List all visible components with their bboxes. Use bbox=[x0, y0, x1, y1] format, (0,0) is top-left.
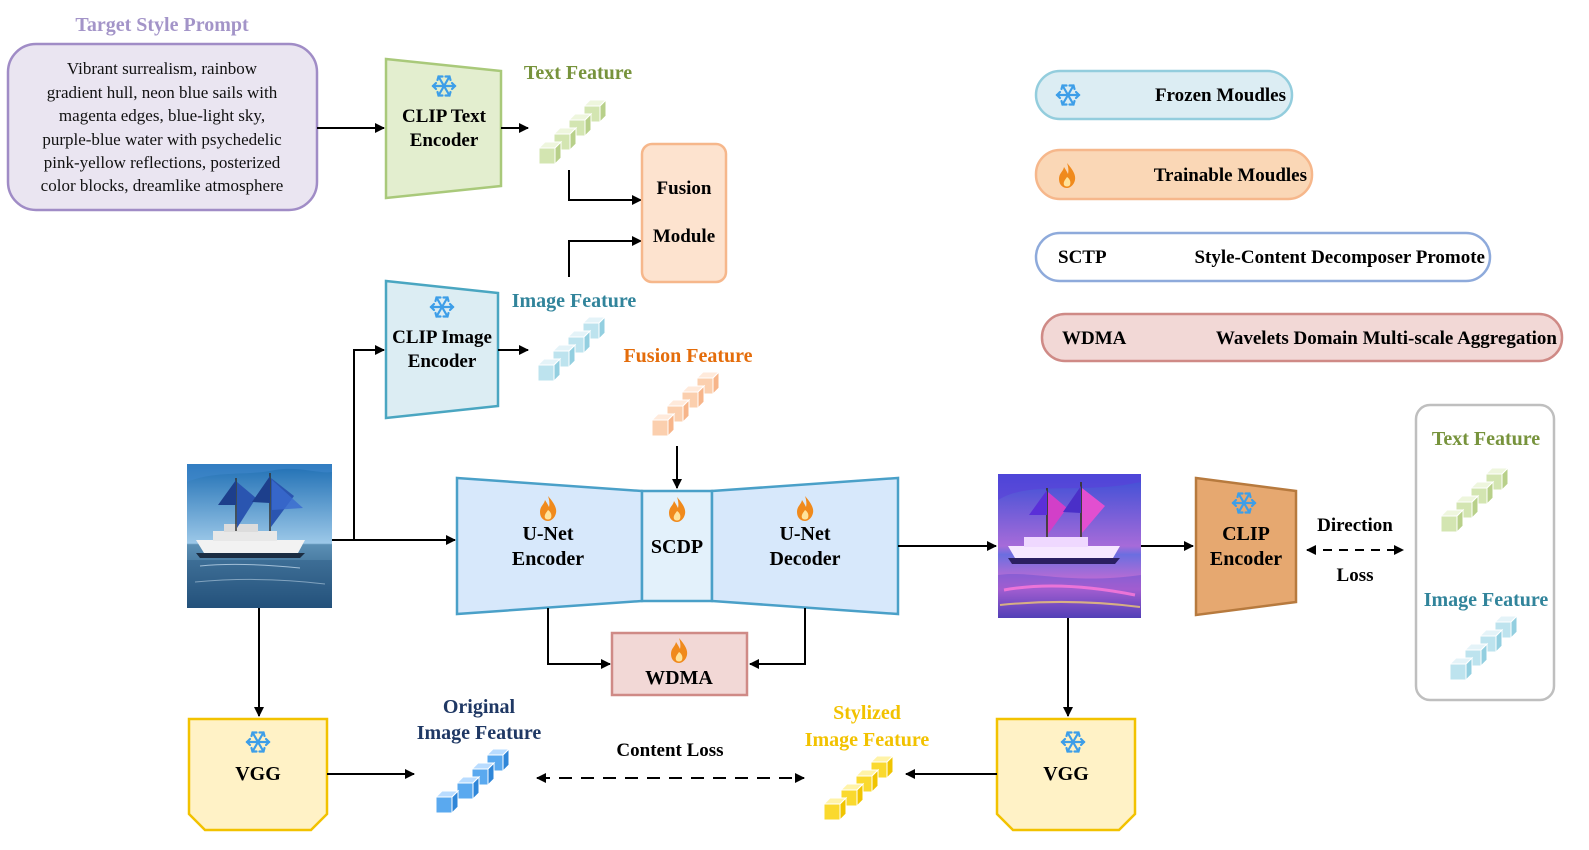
legend-frozen-label: Frozen Moudles bbox=[1155, 85, 1286, 106]
prompt-line: Vibrant surrealism, rainbow bbox=[67, 59, 258, 78]
fusion-module-block bbox=[640, 142, 728, 284]
clip-text-encoder-label: Encoder bbox=[410, 130, 479, 151]
legend-frozen bbox=[1034, 69, 1294, 121]
unet-encoder-label: Encoder bbox=[512, 548, 584, 570]
arrow-encoder-to-wdma bbox=[547, 608, 611, 669]
image-feature-cubes bbox=[537, 316, 606, 382]
fusion-module-label: Fusion bbox=[657, 178, 712, 199]
direction-loss-label: Direction bbox=[1317, 515, 1393, 536]
wdma-label: WDMA bbox=[645, 667, 713, 689]
prompt-line: color blocks, dreamlike atmosphere bbox=[41, 176, 284, 195]
clip-encoder-label: Encoder bbox=[1210, 548, 1282, 570]
original-feature-label: Original bbox=[443, 696, 516, 718]
text-feature-cubes bbox=[538, 99, 607, 165]
clip-encoder-label: CLIP bbox=[1222, 523, 1270, 545]
scdp-label: SCDP bbox=[651, 536, 703, 558]
image-feature-label: Image Feature bbox=[512, 290, 637, 312]
original-feature-cubes bbox=[435, 748, 510, 814]
vgg-right-label: VGG bbox=[1043, 763, 1089, 785]
prompt-heading: Target Style Prompt bbox=[75, 14, 249, 36]
fusion-feature-cubes bbox=[651, 371, 720, 437]
vgg-left-block bbox=[187, 717, 329, 832]
vgg-left-label: VGG bbox=[235, 763, 281, 785]
clip-image-encoder-block bbox=[384, 279, 500, 420]
arrow-image-to-clip-image-encoder bbox=[332, 345, 385, 541]
direction-loss-label: Loss bbox=[1337, 565, 1374, 586]
wdma-block bbox=[610, 631, 749, 697]
clip-image-encoder-label: CLIP Image bbox=[392, 327, 492, 348]
stylized-sailboat-photo bbox=[998, 474, 1141, 618]
legend-wdma-full: Wavelets Domain Multi-scale Aggregation bbox=[1216, 328, 1558, 349]
content-loss-label: Content Loss bbox=[616, 740, 723, 761]
stylized-feature-cubes bbox=[823, 755, 894, 821]
legend-trainable-label: Trainable Moudles bbox=[1154, 165, 1307, 186]
arrow-wdma-to-decoder bbox=[749, 608, 806, 669]
legend-sctp bbox=[1034, 231, 1492, 283]
vgg-right-block bbox=[995, 717, 1137, 832]
stylized-feature-label: Stylized bbox=[833, 702, 901, 724]
unet-encoder-label: U-Net bbox=[522, 523, 573, 545]
clip-image-encoder-label: Encoder bbox=[408, 351, 477, 372]
clip-text-encoder-label: CLIP Text bbox=[402, 106, 487, 127]
arrow-text-feature-to-fusion bbox=[568, 170, 642, 205]
prompt-line: pink-yellow reflections, posterized bbox=[44, 153, 281, 172]
stylized-feature-label: Image Feature bbox=[805, 729, 930, 751]
clip-text-encoder-block bbox=[384, 57, 503, 200]
sailboat-photo bbox=[187, 464, 332, 608]
prompt-line: purple-blue water with psychedelic bbox=[42, 130, 282, 149]
legend-sctp-abbr: SCTP bbox=[1058, 247, 1107, 268]
unet-decoder-block bbox=[710, 476, 900, 616]
fusion-feature-label: Fusion Feature bbox=[623, 345, 752, 367]
prompt-line: gradient hull, neon blue sails with bbox=[47, 83, 278, 102]
loss-feature-panel bbox=[1414, 403, 1556, 702]
legend-wdma-abbr: WDMA bbox=[1062, 328, 1127, 349]
clip-encoder-block bbox=[1194, 476, 1298, 617]
original-feature-label: Image Feature bbox=[417, 722, 542, 744]
legend-trainable bbox=[1034, 148, 1314, 201]
panel-image-feature-label: Image Feature bbox=[1424, 589, 1549, 611]
legend-sctp-full: Style-Content Decomposer Promote bbox=[1194, 247, 1485, 268]
panel-text-feature-label: Text Feature bbox=[1432, 428, 1540, 450]
fusion-module-label: Module bbox=[653, 226, 715, 247]
unet-decoder-label: U-Net bbox=[779, 523, 830, 545]
unet-decoder-label: Decoder bbox=[769, 548, 840, 570]
legend-wdma bbox=[1040, 312, 1564, 363]
arrow-image-feature-to-fusion bbox=[568, 236, 642, 277]
text-feature-label: Text Feature bbox=[524, 62, 632, 84]
prompt-line: magenta edges, blue-light sky, bbox=[59, 106, 265, 125]
